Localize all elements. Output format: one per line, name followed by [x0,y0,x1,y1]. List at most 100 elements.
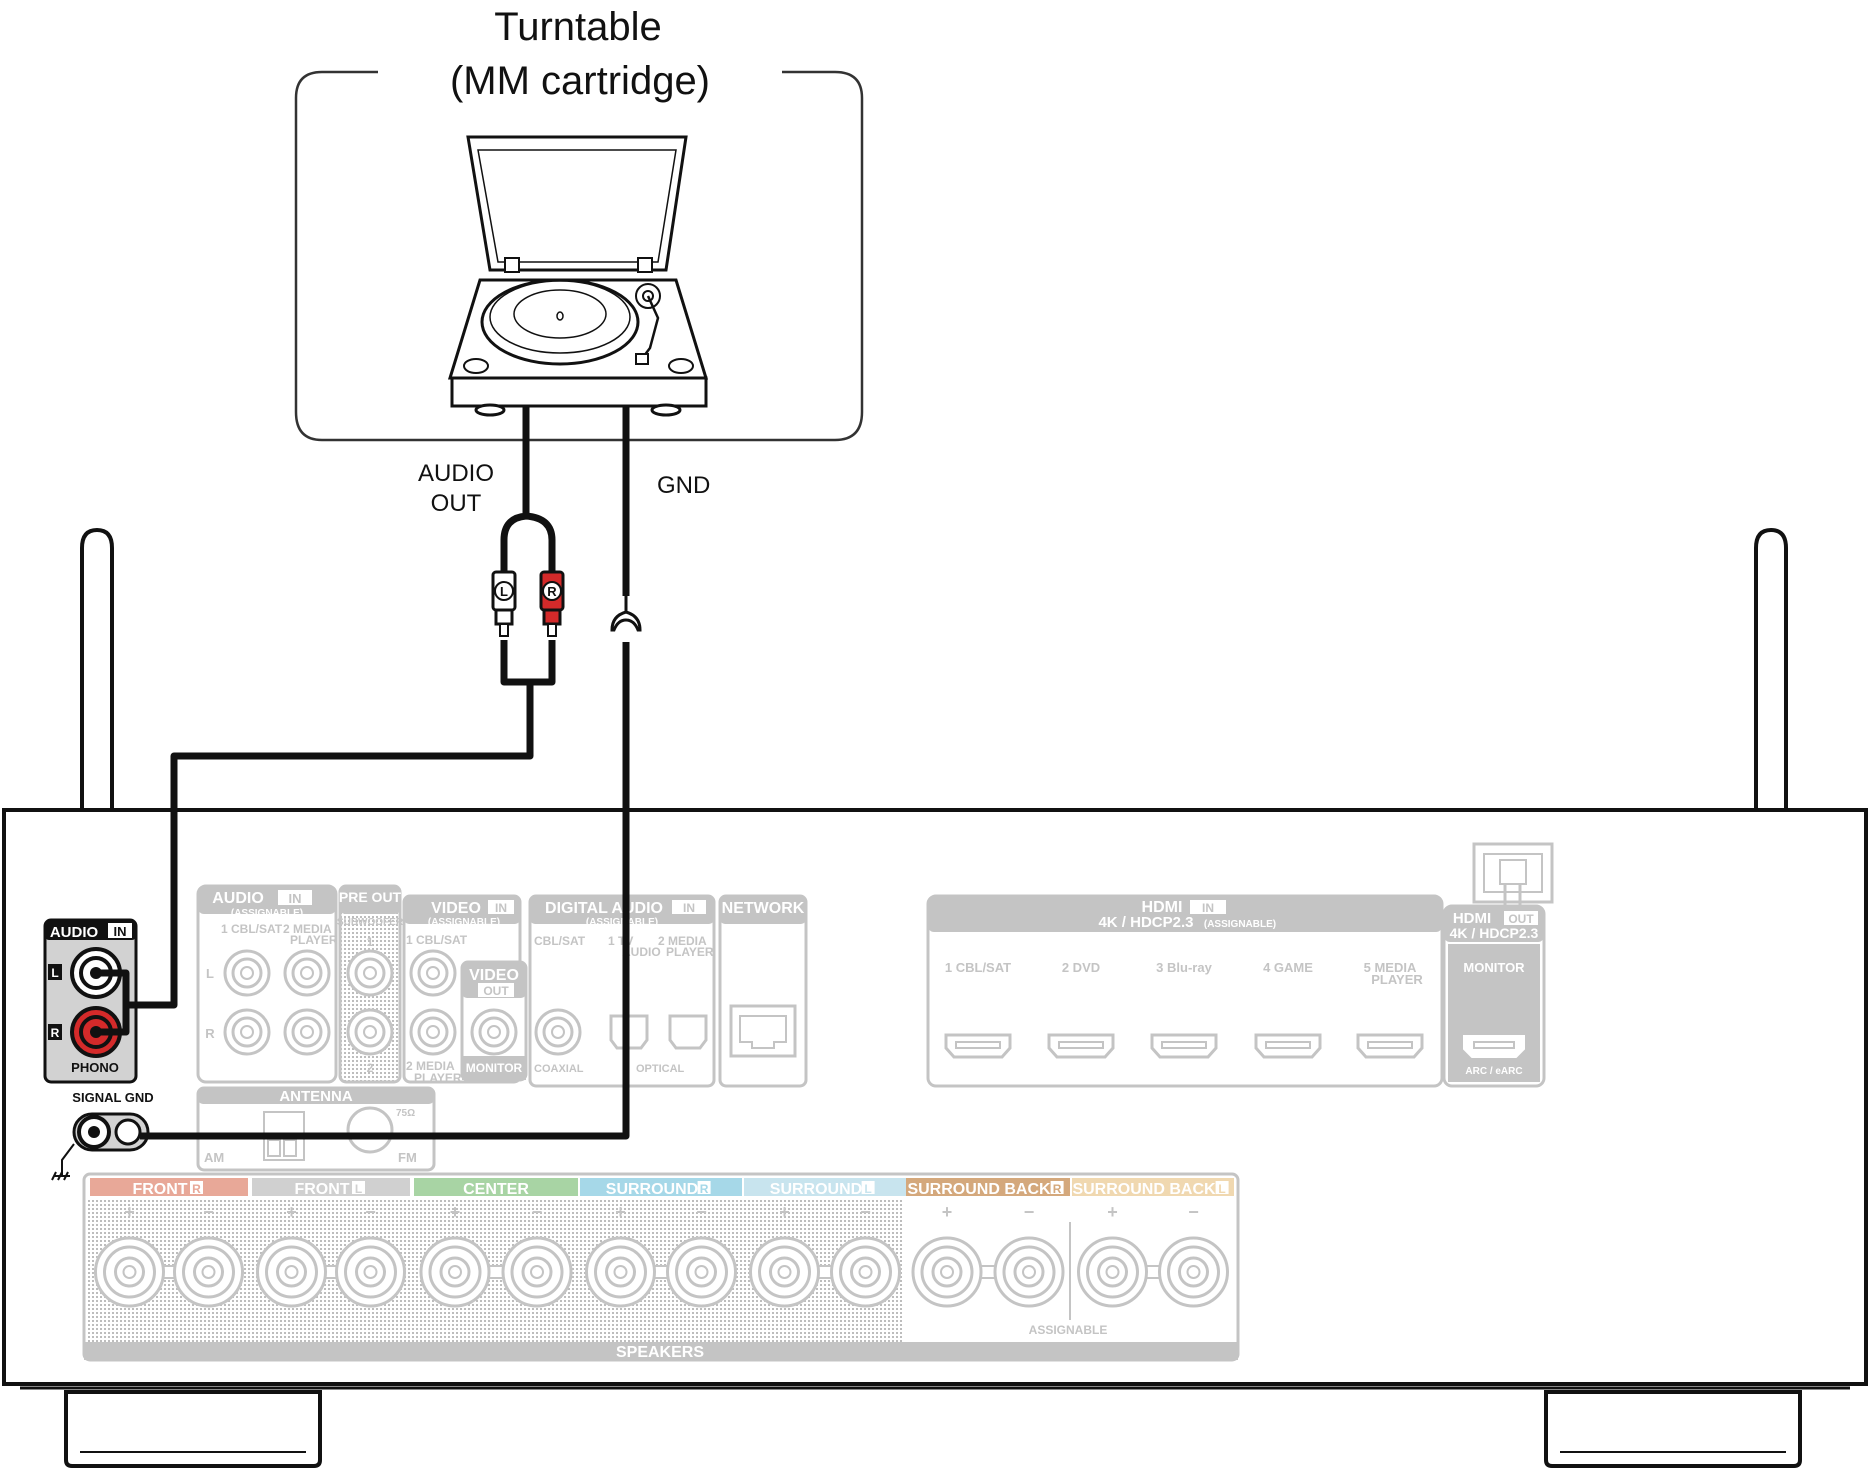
speaker-badge: R [1053,1182,1062,1196]
turntable-box [294,70,864,442]
speaker-terminal [993,1236,1065,1308]
speaker-badge: R [700,1182,709,1196]
rca-plug-left: L [491,570,517,637]
plus-icon: + [286,1202,297,1222]
speaker-badge: L [864,1182,871,1196]
minus-icon: − [532,1202,543,1222]
speaker-group-header [414,1178,578,1196]
hdmi-out-badge: OUT [1508,912,1534,926]
hdmi-in-sub: 4K / HDCP2.3 [1098,914,1193,931]
hdmi-in-4: 4 GAME [1263,960,1313,975]
speaker-terminal [1077,1236,1148,1308]
speaker-group-label: SURROUND BACK [907,1181,1051,1198]
video-out-badge: OUT [483,984,509,998]
power-inlet [1472,842,1554,908]
speaker-terminal [585,1236,656,1308]
speaker-terminal [173,1236,244,1308]
gnd-label: GND [657,472,710,499]
digital-audio-badge: IN [683,901,695,915]
video-out-monitor: MONITOR [466,1061,523,1075]
audio-in-col1: 1 CBL/SAT [221,922,283,936]
digital-audio-c3b: PLAYER [666,945,714,959]
hdmi-out-title: HDMI [1453,910,1491,927]
speaker-terminal [830,1236,901,1308]
audio-cable [500,406,556,572]
phono-in-badge: IN [114,924,127,939]
speaker-terminal [666,1236,737,1308]
antenna-am: AM [204,1150,224,1165]
minus-icon: − [365,1202,376,1222]
speaker-group-header [906,1178,1070,1196]
audio-in-badge: IN [289,891,302,906]
turntable-icon [447,135,709,417]
hdmi-in-5b: PLAYER [1371,972,1423,987]
speaker-badge-box [861,1181,875,1194]
plus-icon: + [450,1202,461,1222]
speaker-terminal [419,1236,491,1308]
hdmi-in-section: HDMI IN 4K / HDCP2.3 (ASSIGNABLE) 1 CBL/… [926,894,1444,1088]
speaker-group-header [90,1178,248,1196]
speaker-terminal [335,1236,406,1308]
antenna-title: ANTENNA [279,1088,352,1105]
antenna-ohm: 75Ω [396,1108,415,1119]
digital-audio-optical: OPTICAL [636,1063,685,1075]
pre-out-section: PRE OUT SUBWOOFER 1 2 [337,884,404,1084]
plus-icon: + [1107,1202,1118,1222]
digital-audio-sub: (ASSIGNABLE) [586,917,658,928]
video-in-badge: IN [495,901,507,915]
phono-input-block: AUDIO IN L R PHONO [43,918,138,1084]
speaker-group-label: CENTER [463,1181,529,1198]
plus-icon: + [124,1202,135,1222]
speakers-assignable: ASSIGNABLE [1029,1323,1108,1337]
digital-audio-c3a: 2 MEDIA [658,934,707,948]
audio-in-section: AUDIO IN (ASSIGNABLE) 1 CBL/SAT 2 MEDIA … [196,884,338,1084]
speaker-badge-box [352,1181,365,1194]
plus-icon: + [942,1202,953,1222]
turntable-subtitle: (MM cartridge) [450,59,710,103]
video-in-sub: (ASSIGNABLE) [428,917,500,928]
video-in-col2a: 2 MEDIA [406,1059,455,1073]
speaker-group-label: SURROUND [770,1181,862,1198]
speakers-label: SPEAKERS [616,1344,704,1361]
video-in-col1: 1 CBL/SAT [406,933,468,947]
speaker-badge-box [1050,1181,1064,1194]
hdmi-in-1: 1 CBL/SAT [945,960,1011,975]
speaker-terminal [501,1236,573,1308]
hdmi-in-badge: IN [1202,901,1214,915]
audio-in-col2b: PLAYER [290,933,338,947]
audio-out-label-1: AUDIO [418,460,494,487]
audio-in-sub: (ASSIGNABLE) [231,908,303,919]
digital-audio-c1: CBL/SAT [534,934,586,948]
speaker-terminal [749,1236,820,1308]
hdmi-in-5: 5 MEDIA [1364,960,1417,975]
hdmi-out-section: HDMI OUT 4K / HDCP2.3 MONITOR ARC / eARC [1442,904,1546,1088]
digital-audio-coaxial: COAXIAL [534,1063,584,1075]
signal-gnd-label: SIGNAL GND [72,1090,153,1105]
hdmi-out-arc: ARC / eARC [1465,1066,1522,1077]
speaker-terminal [256,1236,327,1308]
pre-out-title: PRE OUT [339,889,402,905]
hdmi-in-title: HDMI [1142,899,1183,916]
video-out-title: VIDEO [469,967,519,984]
signal-gnd-terminal: SIGNAL GND [51,1090,154,1181]
speaker-badge-box [697,1181,711,1194]
phono-left-label: L [51,966,58,980]
hdmi-out-sub: 4K / HDCP2.3 [1450,925,1539,941]
network-section: NETWORK [718,894,808,1088]
plug-right-label: R [547,584,557,599]
speaker-group-header [252,1178,410,1196]
minus-icon: − [203,1202,214,1222]
gnd-spade [610,596,642,632]
pre-out-2: 2 [367,1061,374,1075]
digital-audio-title: DIGITAL AUDIO [545,900,663,917]
speaker-group-label: FRONT [132,1181,187,1198]
hdmi-out-monitor: MONITOR [1463,960,1525,975]
speaker-badge: L [1218,1182,1225,1196]
video-in-title: VIDEO [431,900,481,917]
